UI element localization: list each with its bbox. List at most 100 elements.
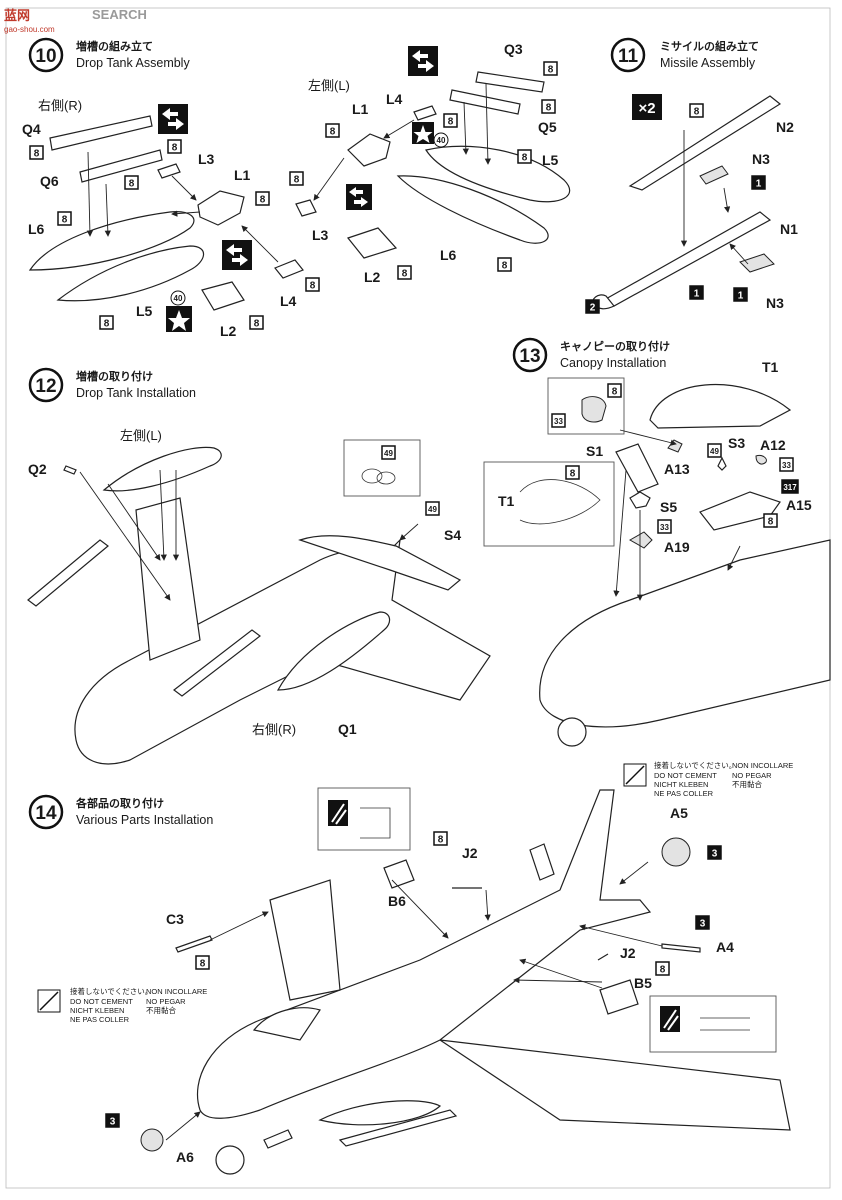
svg-text:S4: S4 bbox=[444, 527, 461, 543]
svg-text:L6: L6 bbox=[28, 221, 45, 237]
svg-text:gao-shou.com: gao-shou.com bbox=[4, 25, 55, 34]
svg-text:33: 33 bbox=[660, 523, 669, 532]
svg-text:Q6: Q6 bbox=[40, 173, 59, 189]
color-chip: 49 bbox=[425, 501, 440, 516]
svg-text:40: 40 bbox=[437, 136, 446, 145]
part-Q3 bbox=[475, 71, 545, 93]
tank-half-L6 bbox=[396, 175, 549, 244]
svg-text:A13: A13 bbox=[664, 461, 690, 477]
color-chip: 8 bbox=[325, 123, 340, 138]
decal-number-badge: 40 bbox=[170, 290, 186, 306]
svg-text:8: 8 bbox=[310, 281, 316, 292]
svg-text:8: 8 bbox=[570, 469, 576, 480]
svg-text:NO PEGAR: NO PEGAR bbox=[732, 771, 772, 780]
color-chip: 1 bbox=[751, 175, 766, 190]
svg-text:L3: L3 bbox=[312, 227, 329, 243]
svg-text:NO PEGAR: NO PEGAR bbox=[146, 997, 186, 1006]
step-10-left-labels: L4 L1 L3 L2 L6 L5 Q3 Q5 8 8 8 8 8 8 8 8 … bbox=[289, 41, 559, 285]
svg-text:A12: A12 bbox=[760, 437, 786, 453]
svg-text:8: 8 bbox=[260, 195, 266, 206]
windshield-S1 bbox=[615, 443, 659, 493]
color-chip: 8 bbox=[397, 265, 412, 280]
part-A4 bbox=[661, 943, 701, 953]
canopy-installation: T1 S1 A13 S3 A12 S5 A15 A19 T1 8 33 8 49… bbox=[483, 359, 831, 747]
svg-text:Canopy Installation: Canopy Installation bbox=[560, 356, 666, 370]
part-S5 bbox=[629, 491, 651, 509]
svg-text:右側(R): 右側(R) bbox=[252, 722, 296, 737]
svg-text:増槽の組み立て: 増槽の組み立て bbox=[76, 39, 153, 53]
part-L3 bbox=[295, 199, 317, 217]
quantity-badge: ×2 bbox=[632, 94, 662, 120]
svg-text:各部品の取り付け: 各部品の取り付け bbox=[75, 796, 164, 810]
svg-text:A15: A15 bbox=[786, 497, 812, 513]
part-C3 bbox=[175, 935, 213, 953]
svg-text:N3: N3 bbox=[752, 151, 770, 167]
svg-text:Q4: Q4 bbox=[22, 121, 41, 137]
svg-text:S3: S3 bbox=[728, 435, 745, 451]
color-chip: 8 bbox=[99, 315, 114, 330]
drop-tank bbox=[318, 1100, 442, 1126]
svg-text:NE PAS COLLER: NE PAS COLLER bbox=[654, 789, 714, 798]
missile-half-N2 bbox=[628, 95, 782, 191]
color-chip: 33 bbox=[657, 519, 672, 534]
svg-text:8: 8 bbox=[254, 319, 260, 330]
nose-wheel bbox=[557, 717, 587, 747]
drop-tank-installation: 左側(L) 右側(R) Q2 S4 Q1 49 49 bbox=[27, 428, 491, 765]
svg-text:L1: L1 bbox=[234, 167, 251, 183]
svg-text:右側(R): 右側(R) bbox=[38, 98, 82, 113]
tank-half-L5 bbox=[56, 245, 205, 302]
part-Q2 bbox=[63, 465, 77, 475]
wing-root bbox=[269, 879, 341, 1001]
color-chip: 8 bbox=[443, 113, 458, 128]
svg-text:L2: L2 bbox=[364, 269, 381, 285]
color-chip: 8 bbox=[543, 61, 558, 76]
color-chip: 8 bbox=[763, 513, 778, 528]
color-chip: 8 bbox=[607, 383, 622, 398]
part-L2 bbox=[346, 227, 398, 259]
reference-box bbox=[649, 995, 777, 1053]
svg-text:Various Parts Installation: Various Parts Installation bbox=[76, 813, 213, 827]
color-chip: 8 bbox=[517, 149, 532, 164]
color-chip: 8 bbox=[255, 191, 270, 206]
color-chip: 8 bbox=[565, 465, 580, 480]
svg-text:1: 1 bbox=[694, 289, 700, 300]
canopy-T1 bbox=[649, 383, 792, 429]
svg-text:3: 3 bbox=[712, 849, 718, 860]
step-12-header: 12 増槽の取り付け Drop Tank Installation bbox=[28, 367, 196, 403]
svg-text:B5: B5 bbox=[634, 975, 652, 991]
part-L4 bbox=[413, 105, 437, 121]
svg-text:T1: T1 bbox=[498, 493, 515, 509]
svg-text:ミサイルの組み立て: ミサイルの組み立て bbox=[660, 39, 759, 53]
svg-text:49: 49 bbox=[428, 505, 437, 514]
part-A5 bbox=[661, 837, 691, 867]
svg-text:J2: J2 bbox=[620, 945, 636, 961]
nose-wheel bbox=[215, 1145, 245, 1175]
color-chip: 8 bbox=[289, 171, 304, 186]
color-chip: 1 bbox=[733, 287, 748, 302]
part-S3 bbox=[717, 456, 727, 471]
svg-text:左側(L): 左側(L) bbox=[120, 428, 162, 443]
part-A6 bbox=[140, 1128, 164, 1152]
part-L1 bbox=[347, 133, 391, 167]
part-inner bbox=[667, 439, 683, 453]
svg-text:N1: N1 bbox=[780, 221, 798, 237]
svg-text:J2: J2 bbox=[462, 845, 478, 861]
color-chip: 8 bbox=[655, 961, 670, 976]
svg-text:L5: L5 bbox=[542, 152, 559, 168]
svg-text:8: 8 bbox=[768, 517, 774, 528]
svg-text:左側(L): 左側(L) bbox=[308, 78, 350, 93]
no-cement-note-top: 接着しないでください。 DO NOT CEMENT NICHT KLEBEN N… bbox=[623, 760, 793, 798]
step-11-header: 11 ミサイルの組み立て Missile Assembly bbox=[610, 37, 759, 73]
reference-box bbox=[483, 461, 615, 547]
svg-text:8: 8 bbox=[438, 835, 444, 846]
decal-arrow-icon bbox=[158, 104, 188, 134]
part-A12 bbox=[755, 455, 767, 465]
missile-left bbox=[27, 539, 109, 607]
svg-text:A5: A5 bbox=[670, 805, 688, 821]
color-chip: 49 bbox=[707, 443, 722, 458]
decal-star-icon bbox=[412, 122, 434, 144]
fuselage-forward bbox=[539, 539, 831, 728]
svg-text:S5: S5 bbox=[660, 499, 677, 515]
color-chip: 1 bbox=[689, 285, 704, 300]
color-chip: 8 bbox=[433, 831, 448, 846]
